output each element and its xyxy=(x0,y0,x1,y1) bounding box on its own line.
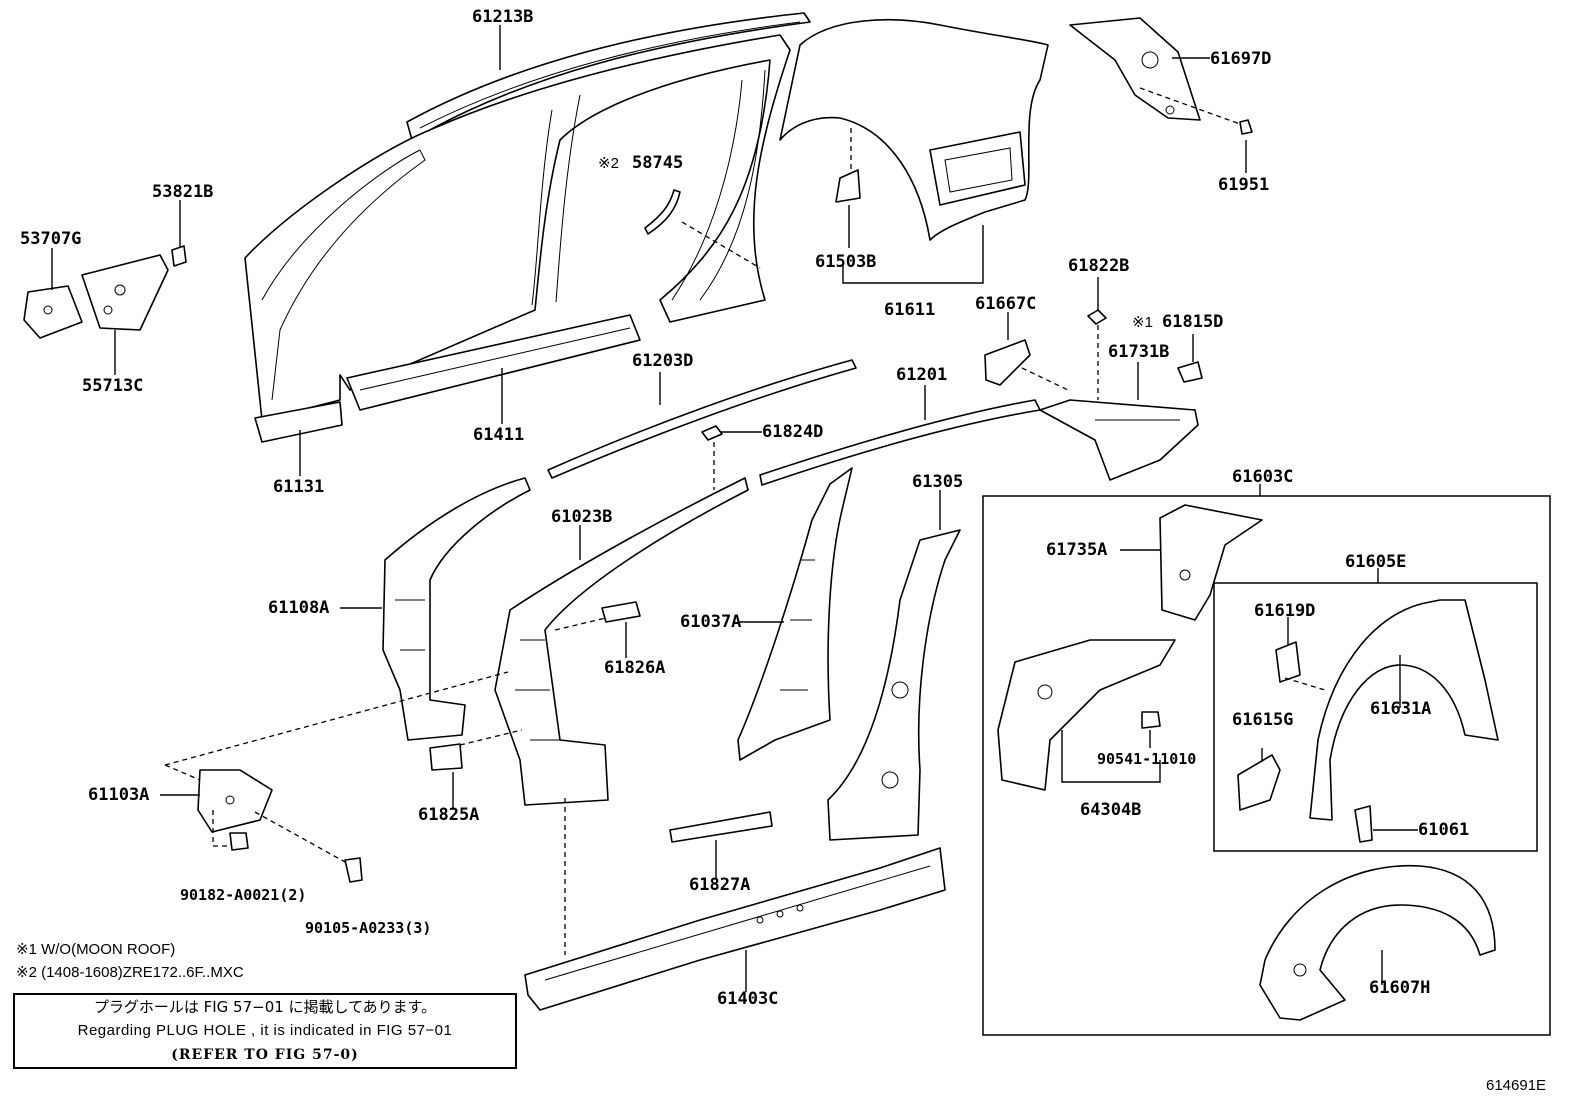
part-61201 xyxy=(759,399,1041,486)
label-61619d: 61619D xyxy=(1254,601,1315,621)
part-61305 xyxy=(827,529,961,841)
label-61037a: 61037A xyxy=(680,612,741,632)
label-61403c: 61403C xyxy=(717,989,778,1009)
part-side-outer-panel xyxy=(244,34,791,421)
part-61631a xyxy=(1309,599,1499,821)
label-61815d: 61815D xyxy=(1162,312,1223,332)
label-61697d: 61697D xyxy=(1210,49,1271,69)
label-61607h: 61607H xyxy=(1369,978,1430,998)
label-61201: 61201 xyxy=(896,365,947,385)
label-61631a: 61631A xyxy=(1370,699,1431,719)
note-model-range: ※2 (1408-1608)ZRE172..6F..MXC xyxy=(16,964,244,981)
part-61108a xyxy=(382,477,531,741)
part-61061 xyxy=(1354,805,1373,843)
note-moon-roof: ※1 W/O(MOON ROOF) xyxy=(16,941,175,958)
label-61735a: 61735A xyxy=(1046,540,1107,560)
label-61305: 61305 xyxy=(912,472,963,492)
reference-note-refer: (REFER TO FIG 57-0) xyxy=(171,1047,359,1063)
part-61615g xyxy=(1237,754,1281,811)
part-58745 xyxy=(644,189,681,235)
part-61023b xyxy=(494,477,749,806)
part-61951-clip xyxy=(1239,119,1253,135)
part-61411 xyxy=(346,314,641,411)
reference-note-japanese: プラグホールは FIG 57−01 に掲載してあります。 xyxy=(93,998,437,1016)
label-61826a: 61826A xyxy=(604,658,665,678)
label-61611: 61611 xyxy=(884,300,935,320)
part-61697d xyxy=(1069,17,1201,121)
label-61131: 61131 xyxy=(273,477,324,497)
label-61603c: 61603C xyxy=(1232,467,1293,487)
label-90541-11010: 90541-11010 xyxy=(1097,750,1196,768)
label-61503b: 61503B xyxy=(815,252,876,272)
leader-lines xyxy=(51,25,1418,992)
label-61951: 61951 xyxy=(1218,175,1269,195)
part-61503b xyxy=(835,169,861,203)
part-61607h xyxy=(1259,864,1496,1021)
label-61108a: 61108A xyxy=(268,598,329,618)
part-61611-quarter-panel xyxy=(779,18,1049,241)
part-61822b xyxy=(1087,309,1107,325)
label-61827a: 61827A xyxy=(689,875,750,895)
label-90105-a0233: 90105-A0233(3) xyxy=(305,919,431,937)
part-53821b xyxy=(171,245,187,267)
label-61825a: 61825A xyxy=(418,805,479,825)
part-90105-bolt xyxy=(344,857,363,883)
part-61103a xyxy=(197,769,273,833)
label-61731b: 61731B xyxy=(1108,342,1169,362)
part-64304b xyxy=(997,639,1176,791)
part-61131 xyxy=(254,401,343,443)
part-61815d xyxy=(1177,361,1203,383)
part-61213b-roof-rail xyxy=(406,12,811,141)
part-61619d xyxy=(1275,641,1301,683)
label-61615g: 61615G xyxy=(1232,710,1293,730)
label-55713c: 55713C xyxy=(82,376,143,396)
part-90182-nut xyxy=(229,832,249,851)
label-90182-a0021: 90182-A0021(2) xyxy=(180,886,306,904)
part-90541-grommet xyxy=(1141,711,1161,729)
group-box-61603c xyxy=(982,495,1551,1036)
part-61667c xyxy=(984,339,1031,386)
part-61203d xyxy=(547,359,857,479)
label-61605e: 61605E xyxy=(1345,552,1406,572)
part-61824d xyxy=(701,425,723,441)
label-61203d: 61203D xyxy=(632,351,693,371)
label-61411: 61411 xyxy=(473,425,524,445)
mark-1: ※1 xyxy=(1132,314,1153,331)
label-61103a: 61103A xyxy=(88,785,149,805)
part-61731b xyxy=(1039,399,1199,481)
reference-note-english: Regarding PLUG HOLE , it is indicated in… xyxy=(77,1022,453,1039)
part-61825a xyxy=(429,743,463,771)
group-box-61605e xyxy=(1213,582,1538,852)
part-61037a xyxy=(737,467,853,761)
label-61667c: 61667C xyxy=(975,294,1036,314)
label-64304b: 64304B xyxy=(1080,800,1141,820)
figure-id: 614691E xyxy=(1486,1077,1546,1094)
label-53821b: 53821B xyxy=(152,182,213,202)
label-58745: 58745 xyxy=(632,153,683,173)
reference-note-box: プラグホールは FIG 57−01 に掲載してあります。 Regarding P… xyxy=(13,993,517,1069)
part-53707g xyxy=(23,285,83,339)
part-61403c xyxy=(524,847,946,1011)
part-61827a xyxy=(669,811,773,843)
label-61822b: 61822B xyxy=(1068,256,1129,276)
label-61023b: 61023B xyxy=(551,507,612,527)
label-53707g: 53707G xyxy=(20,229,81,249)
dashed-guides xyxy=(164,87,1326,955)
label-61824d: 61824D xyxy=(762,422,823,442)
part-61826a xyxy=(601,601,641,623)
label-61061: 61061 xyxy=(1418,820,1469,840)
part-61735a xyxy=(1159,504,1263,621)
label-61213b: 61213B xyxy=(472,7,533,27)
part-55713c xyxy=(81,254,169,331)
mark-2: ※2 xyxy=(598,155,619,172)
